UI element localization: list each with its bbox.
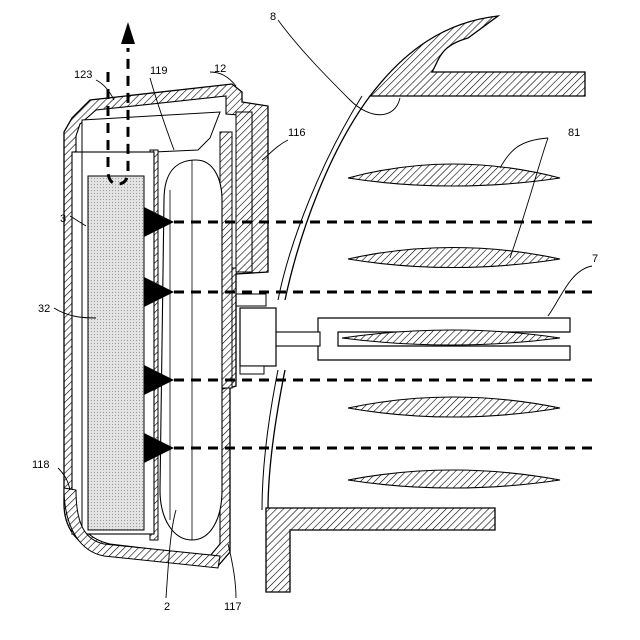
blower-2 <box>160 160 222 540</box>
connector-upper <box>236 294 266 306</box>
label-2: 2 <box>164 601 170 613</box>
label-123: 123 <box>74 69 92 81</box>
housing-curved-wall-lower-inner <box>262 370 278 510</box>
fin <box>348 397 560 417</box>
label-3: 3 <box>60 213 66 225</box>
device-body <box>64 84 268 568</box>
connector-lower <box>240 366 264 374</box>
label-7: 7 <box>592 253 598 265</box>
label-12: 12 <box>214 63 226 75</box>
label-32: 32 <box>38 303 50 315</box>
housing-top-hatched <box>370 16 585 96</box>
housing-8 <box>262 16 585 592</box>
label-81: 81 <box>568 127 580 139</box>
fin <box>348 248 560 268</box>
fin <box>348 470 560 488</box>
housing-curved-wall-lower <box>268 370 285 510</box>
component-7 <box>236 294 570 374</box>
filter-32 <box>88 176 144 530</box>
label-119: 119 <box>150 65 168 77</box>
housing-bottom-hatched <box>266 508 495 592</box>
label-116: 116 <box>288 127 306 139</box>
air-exit-arrowhead <box>121 22 135 44</box>
connector-rod <box>275 332 320 346</box>
label-8: 8 <box>270 11 276 23</box>
label-117: 117 <box>224 601 242 613</box>
label-118: 118 <box>32 459 50 471</box>
wall-116 <box>236 112 252 272</box>
connector-block <box>240 308 276 366</box>
fin <box>348 164 560 186</box>
